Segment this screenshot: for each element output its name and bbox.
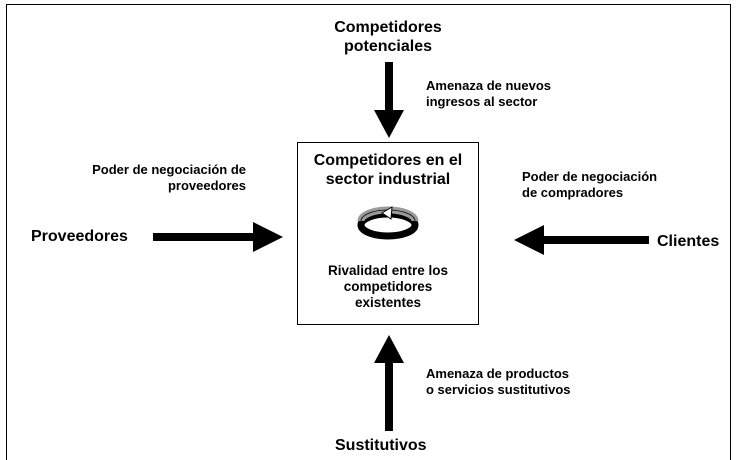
top-note: Amenaza de nuevos ingresos al sector [426,78,551,109]
arrow-right-from-suppliers [153,222,283,252]
diagram-frame [6,4,731,460]
top-title: Competidores potenciales [313,18,463,56]
center-title-line2: sector industrial [325,171,451,189]
bottom-note-line2: o servicios sustitutivos [426,381,571,397]
bottom-title: Sustitutivos [335,437,427,454]
right-note-line1: Poder de negociación [522,169,658,184]
right-title: Clientes [657,233,720,250]
center-subtitle-line1: Rivalidad entre los [327,263,449,278]
arrow-left-from-clients [514,225,649,255]
top-note-line1: Amenaza de nuevos [426,78,551,93]
top-title-line2: potenciales [343,38,433,56]
bottom-note: Amenaza de productos o servicios sustitu… [426,366,571,397]
center-subtitle-line2: competidores [343,279,433,295]
top-note-line2: ingresos al sector [426,93,538,109]
right-note: Poder de negociación de compradores [522,169,657,200]
center-subtitle: Rivalidad entre los competidores existen… [298,263,478,312]
center-title-line1: Competidores en el [313,152,463,169]
left-note: Poder de negociación de proveedores [49,162,246,193]
top-title-line1: Competidores [334,19,442,36]
center-title: Competidores en el sector industrial [298,151,478,189]
arrow-up-from-substitutes [374,335,404,431]
left-title: Proveedores [31,228,128,245]
rivalry-cycle-icon [357,206,419,240]
left-note-line1: Poder de negociación de [92,162,246,177]
right-note-line2: de compradores [522,184,624,200]
center-subtitle-line3: existentes [354,295,422,311]
bottom-note-line1: Amenaza de productos [426,366,570,381]
industry-competitors-box: Competidores en el sector industrial Riv… [297,142,479,325]
ring-arrowhead [381,206,393,220]
arrow-down-from-new-entrants [374,62,404,138]
left-note-line2: proveedores [167,177,246,193]
